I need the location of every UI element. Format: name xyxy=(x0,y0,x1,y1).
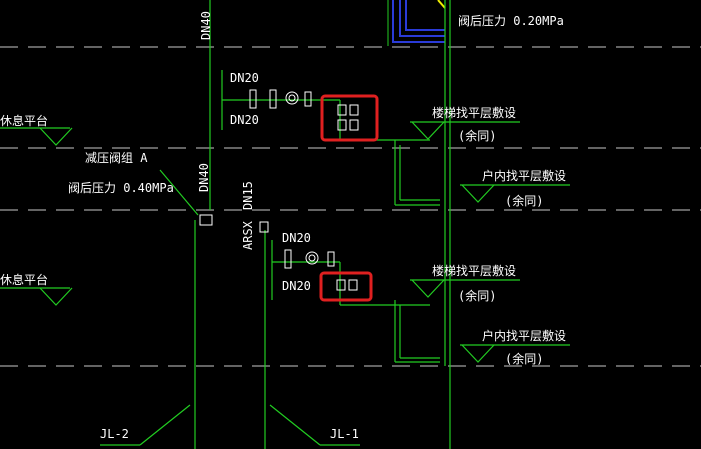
highlight-box-1 xyxy=(320,94,379,142)
highlight-box-2 xyxy=(319,271,373,302)
label-dn20-a1: DN20 xyxy=(230,71,259,85)
label-after-valve-top: 阀后压力 0.20MPa xyxy=(458,14,564,28)
upper-riser-block xyxy=(387,0,446,46)
elevation-triangle-icon xyxy=(39,121,495,363)
label-valve-group: 减压阀组 A xyxy=(85,151,148,165)
valve-icon xyxy=(337,104,347,116)
fittings-level-1 xyxy=(249,89,359,131)
label-rest-platform-2: 休息平台 xyxy=(0,272,48,287)
label-dn20-a2: DN20 xyxy=(230,113,259,127)
label-jl2: JL-2 xyxy=(100,427,129,441)
label-rest-platform-1: 休息平台 xyxy=(0,113,48,128)
label-dn40-mid: DN40 xyxy=(197,163,211,192)
label-same-4: (余同) xyxy=(505,351,543,366)
label-after-valve-mid: 阀后压力 0.40MPa xyxy=(68,181,174,195)
label-same-3: (余同) xyxy=(458,288,496,303)
pipe-network xyxy=(0,0,570,449)
valve-icon xyxy=(336,279,346,291)
highlight-boxes xyxy=(319,94,379,302)
gauge-icon xyxy=(285,91,299,105)
label-indoor-slab-1: 户内找平层敷设 xyxy=(482,168,566,183)
label-same-2: (余同) xyxy=(505,193,543,208)
label-dn20-b2: DN20 xyxy=(282,279,311,293)
label-indoor-slab-2: 户内找平层敷设 xyxy=(482,328,566,343)
water-meter-icon xyxy=(259,221,269,233)
floor-lines xyxy=(0,46,701,367)
label-same-1: (余同) xyxy=(458,128,496,143)
fittings-level-2 xyxy=(199,214,358,291)
label-dn15: DN15 xyxy=(241,181,255,210)
label-arsx: ARSX xyxy=(241,220,255,250)
label-stair-slab-2: 楼梯找平层敷设 xyxy=(432,263,516,278)
gauge-icon xyxy=(305,251,319,265)
label-stair-slab-1: 楼梯找平层敷设 xyxy=(432,105,516,120)
label-dn40-top: DN40 xyxy=(199,11,213,40)
label-jl1: JL-1 xyxy=(330,427,359,441)
label-dn20-b1: DN20 xyxy=(282,231,311,245)
